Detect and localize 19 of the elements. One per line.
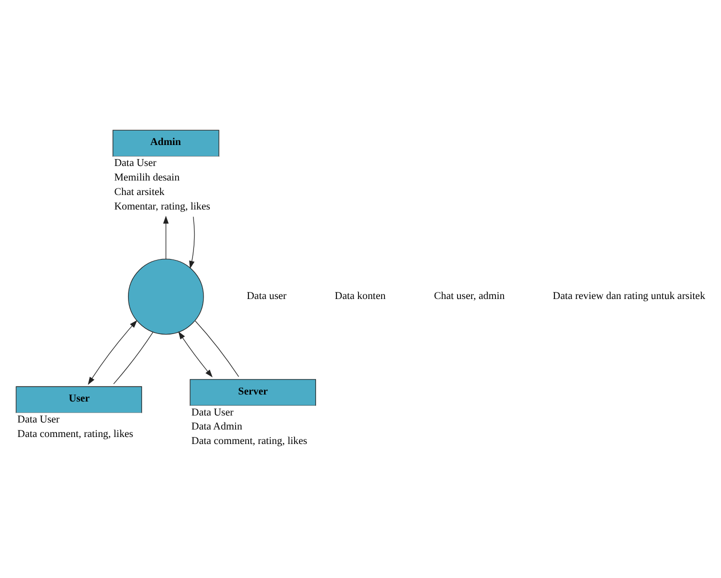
label: Data konten (334, 290, 386, 302)
node-label: Data User (191, 406, 234, 418)
node-label: Data comment, rating, likes (191, 436, 308, 447)
arrow (178, 330, 213, 377)
arrow (163, 215, 169, 259)
node-label: Data User (17, 414, 60, 425)
label: Data review dan rating untuk arsitek (552, 290, 706, 302)
node-label: Chat arsitek (114, 186, 164, 198)
node-label: Data Admin (191, 421, 242, 432)
connector (194, 320, 240, 377)
node-label: Memilih desain (114, 172, 180, 183)
node-label: Komentar, rating, likes (114, 200, 210, 212)
node-label: Data User (114, 158, 156, 169)
arrow (189, 216, 195, 268)
label: Chat user, admin (434, 290, 505, 302)
node-label: Data comment, rating, likes (17, 428, 134, 440)
arrow (88, 320, 138, 384)
connector (113, 331, 154, 384)
label: Data user (246, 290, 287, 302)
